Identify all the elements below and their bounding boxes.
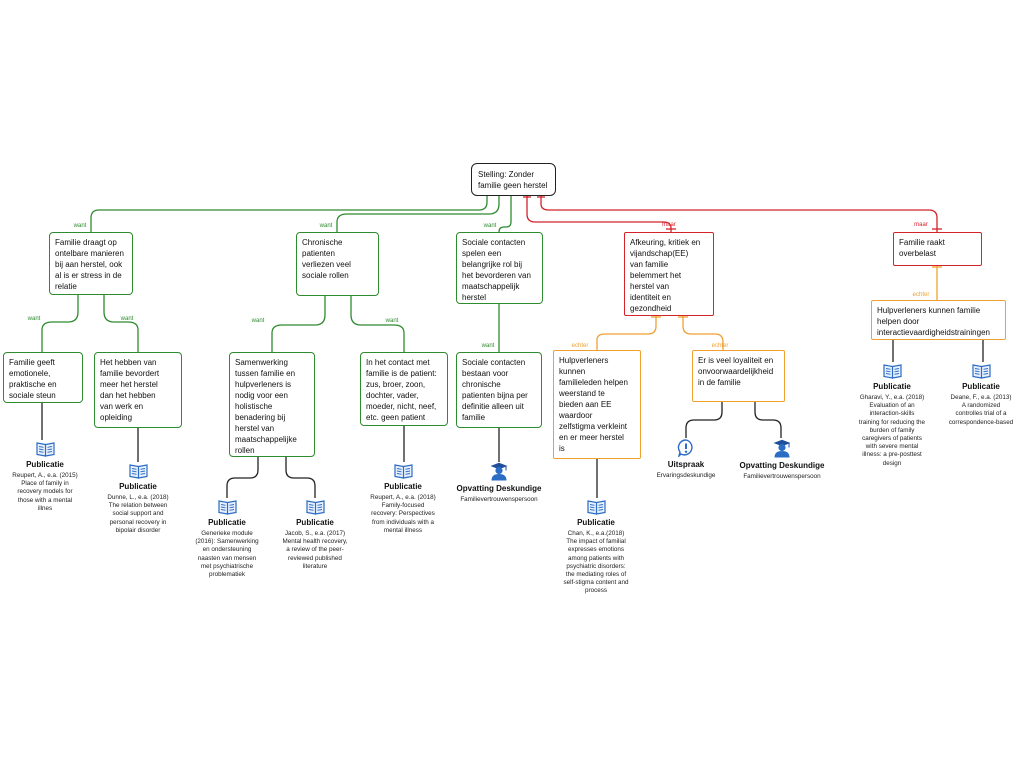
leaf-title: Uitspraak: [667, 460, 705, 469]
leaf-description: Reupert, A., e.a. (2015) Place of family…: [12, 472, 78, 512]
node-familie-bevordert-herstel[interactable]: Het hebben van familie bevordert meer he…: [94, 352, 182, 428]
leaf-description: Reupert, A., e.a. (2018) Family-focused …: [370, 494, 436, 534]
node-hulpverleners-weerstand[interactable]: Hulpverleners kunnen familieleden helpen…: [553, 350, 641, 459]
expert-icon: [773, 439, 791, 458]
leaf-description: Chan, K., e.a.(2018) The impact of famil…: [563, 530, 629, 595]
leaf-title: Publicatie: [208, 518, 246, 527]
node-afkeuring-kritiek[interactable]: Afkeuring, kritiek en vijandschap(EE) va…: [624, 232, 714, 316]
leaf-title: Publicatie: [119, 482, 157, 491]
leaf-description: Familievertrouwenspersoon: [460, 496, 538, 503]
node-in-contact-met-familie[interactable]: In het contact met familie is de patient…: [360, 352, 448, 426]
leaf-generieke-module[interactable]: Publicatie Generieke module (2016): Same…: [186, 499, 268, 579]
leaf-uitspraak[interactable]: Uitspraak Ervaringsdeskundige: [646, 439, 726, 480]
leaf-description: Generieke module (2016): Samenwerking en…: [195, 530, 259, 579]
node-loyaliteit[interactable]: Er is veel loyaliteit en onvoorwaardelij…: [692, 350, 785, 402]
leaf-description: Deane, F., e.a. (2013) A randomized cont…: [948, 394, 1014, 426]
node-sociale-contacten[interactable]: Sociale contacten spelen een belangrijke…: [456, 232, 543, 304]
book-icon: [586, 500, 606, 515]
exclamation-icon: [677, 439, 693, 457]
book-icon: [971, 364, 991, 379]
leaf-gharavi-2018[interactable]: Publicatie Gharavi, Y., e.a. (2018) Eval…: [846, 363, 938, 468]
connector-label-want: want: [319, 223, 333, 229]
connector-label-maar: maar: [914, 222, 928, 228]
connector-label-want: want: [27, 316, 41, 322]
leaf-title: Publicatie: [26, 460, 64, 469]
leaf-description: Ervaringsdeskundige: [656, 472, 716, 479]
book-icon: [128, 464, 148, 479]
leaf-description: Dunne, L., e.a. (2018) The relation betw…: [107, 494, 169, 534]
connector-label-echter: echter: [711, 343, 729, 349]
book-icon: [882, 364, 902, 379]
book-icon: [217, 500, 237, 515]
node-emotionele-steun[interactable]: Familie geeft emotionele, praktische en …: [3, 352, 83, 403]
book-icon: [35, 442, 55, 457]
leaf-title: Opvatting Deskundige: [456, 484, 542, 493]
connector-label-want: want: [483, 223, 497, 229]
expert-icon: [490, 462, 508, 481]
connector-label-want: want: [481, 343, 495, 349]
leaf-deane-2013[interactable]: Publicatie Deane, F., e.a. (2013) A rand…: [939, 363, 1023, 427]
leaf-title: Publicatie: [962, 382, 1000, 391]
connector-label-maar: maar: [662, 222, 676, 228]
node-familie-draagt-bij[interactable]: Familie draagt op ontelbare manieren bij…: [49, 232, 133, 295]
leaf-opvatting-deskundige-2[interactable]: Opvatting Deskundige Familievertrouwensp…: [732, 439, 832, 481]
leaf-title: Publicatie: [384, 482, 422, 491]
leaf-title: Publicatie: [577, 518, 615, 527]
connector-label-echter: echter: [912, 292, 930, 298]
leaf-description: Gharavi, Y., e.a. (2018) Evaluation of a…: [858, 394, 926, 467]
leaf-jacob-2017[interactable]: Publicatie Jacob, S., e.a. (2017) Mental…: [272, 499, 358, 571]
leaf-opvatting-deskundige[interactable]: Opvatting Deskundige Familievertrouwensp…: [449, 462, 549, 504]
connector-label-want: want: [385, 318, 399, 324]
central-statement[interactable]: Stelling: Zonder familie geen herstel: [471, 163, 556, 196]
leaf-title: Opvatting Deskundige: [739, 461, 825, 470]
connector-label-want: want: [251, 318, 265, 324]
leaf-title: Publicatie: [296, 518, 334, 527]
connector-label-want: want: [120, 316, 134, 322]
leaf-title: Publicatie: [873, 382, 911, 391]
leaf-reupert-2018[interactable]: Publicatie Reupert, A., e.a. (2018) Fami…: [359, 463, 447, 535]
node-chronische-patienten[interactable]: Chronische patienten verliezen veel soci…: [296, 232, 379, 296]
connector-label-echter: echter: [571, 343, 589, 349]
leaf-description: Jacob, S., e.a. (2017) Mental health rec…: [282, 530, 348, 570]
leaf-dunne-2018[interactable]: Publicatie Dunne, L., e.a. (2018) The re…: [93, 463, 183, 535]
connector-label-want: want: [73, 223, 87, 229]
book-icon: [305, 500, 325, 515]
node-familie-overbelast[interactable]: Familie raakt overbelast: [893, 232, 982, 266]
book-icon: [393, 464, 413, 479]
leaf-description: Familievertrouwenspersoon: [743, 473, 821, 480]
leaf-chan-2018[interactable]: Publicatie Chan, K., e.a.(2018) The impa…: [551, 499, 641, 596]
leaf-reupert-2015[interactable]: Publicatie Reupert, A., e.a. (2015) Plac…: [0, 441, 90, 513]
node-interactievaardigheidstrainingen[interactable]: Hulpverleners kunnen familie helpen door…: [871, 300, 1006, 340]
node-samenwerking[interactable]: Samenwerking tussen familie en hulpverle…: [229, 352, 315, 457]
node-sociale-contacten-familie[interactable]: Sociale contacten bestaan voor chronisch…: [456, 352, 542, 428]
